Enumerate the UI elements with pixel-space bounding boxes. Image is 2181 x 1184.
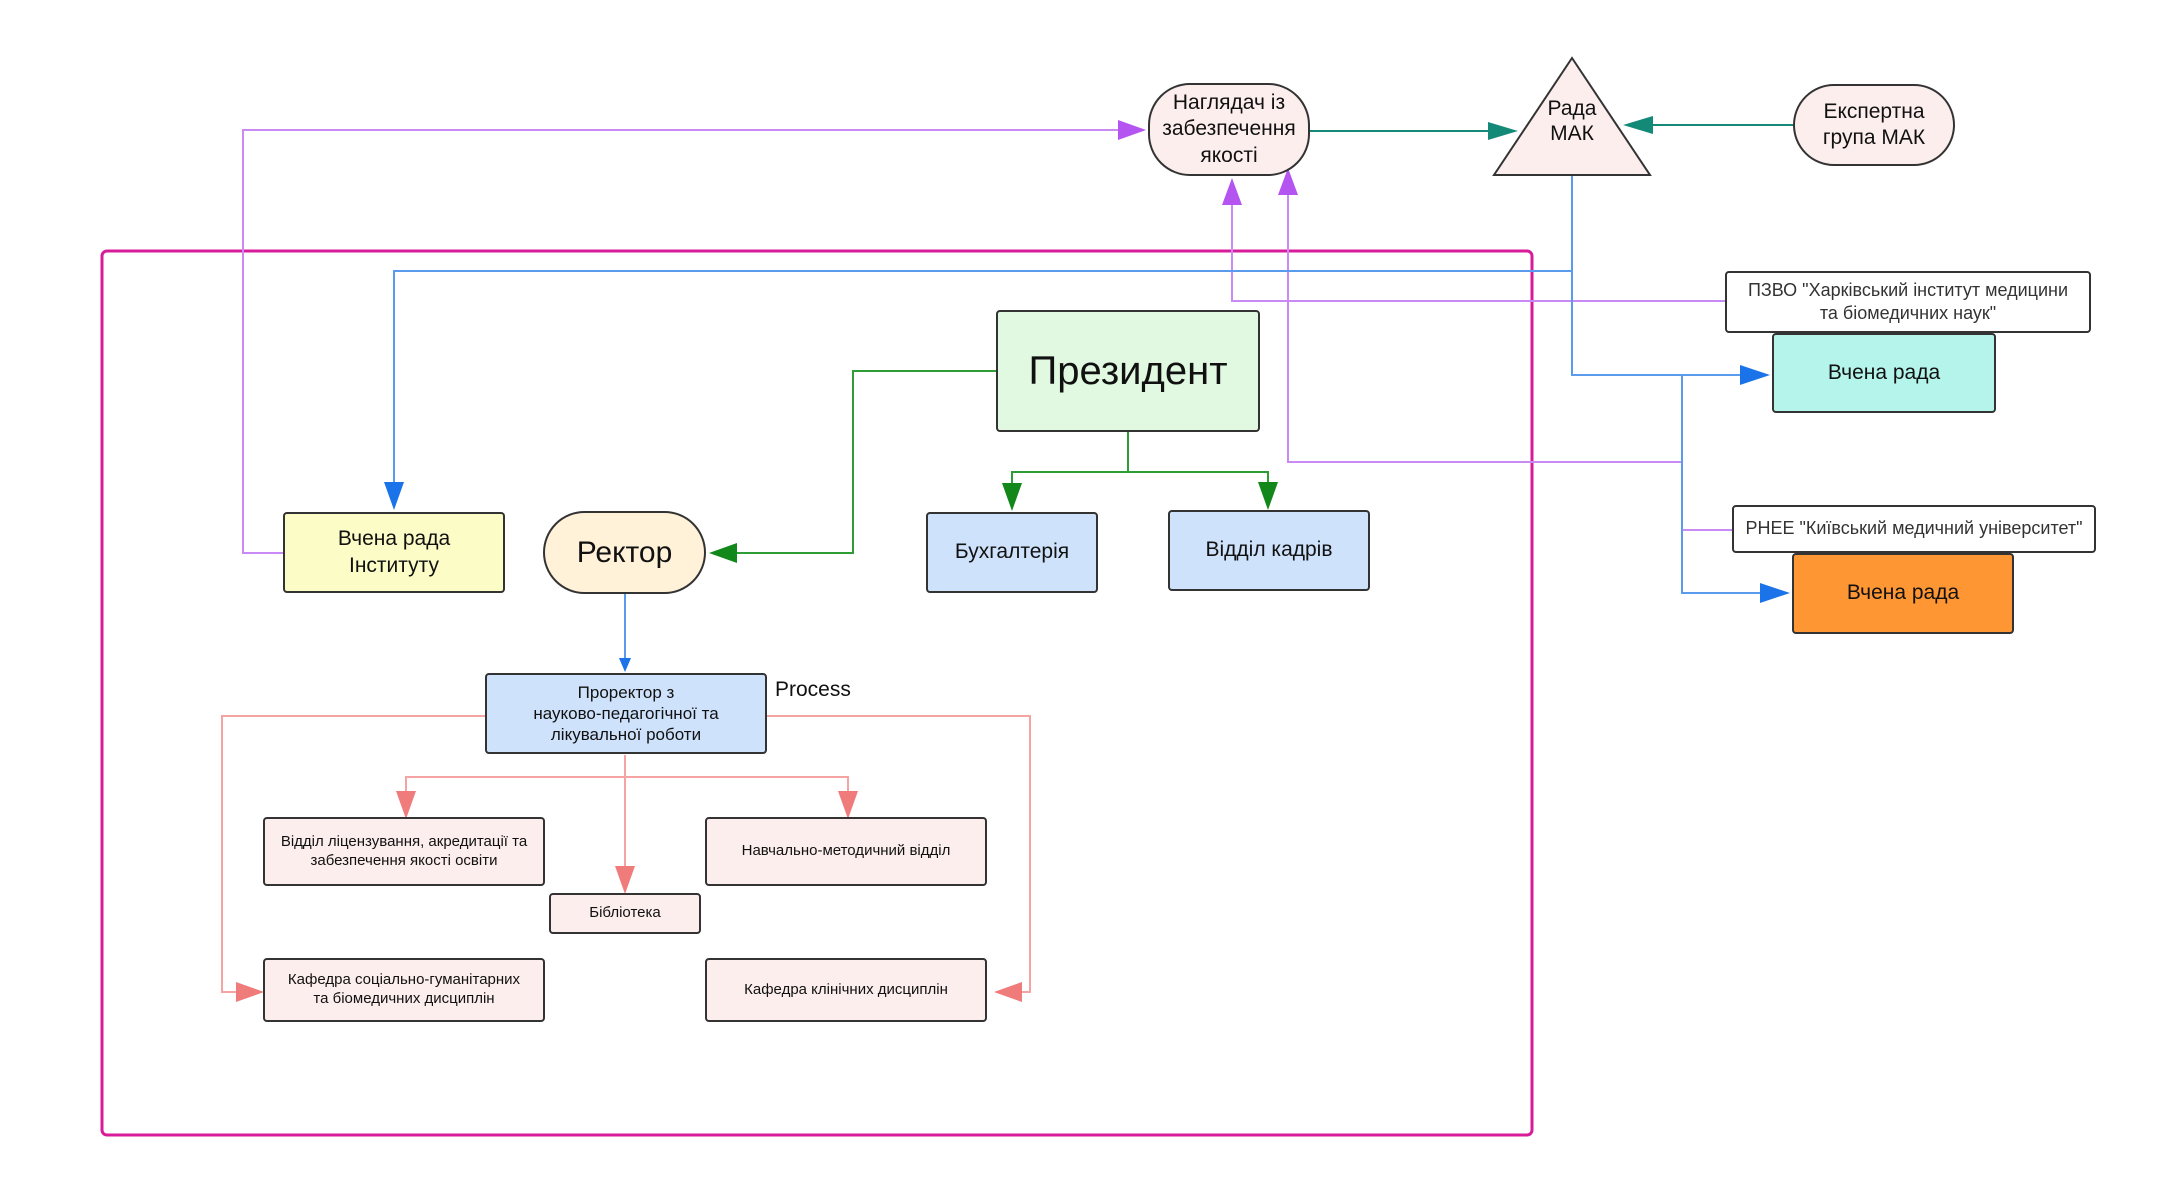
institute-council-node[interactable]: Вчена рада Інституту	[283, 512, 505, 593]
edge-vice-to-clinical	[767, 715, 1031, 993]
arrow-institute-council	[384, 482, 404, 510]
edge-president-to-hr	[1128, 471, 1269, 483]
pzvo-label: ПЗВО "Харківський інститут медицини та б…	[1725, 271, 2091, 333]
library-node[interactable]: Бібліотека	[549, 893, 701, 934]
blue-arrowheads	[384, 365, 1790, 672]
arrow-council-2	[1760, 583, 1790, 603]
social-dept-node[interactable]: Кафедра соціально-гуманітарних та біомед…	[263, 958, 545, 1022]
council-mak-label[interactable]: Рада МАК	[1547, 96, 1597, 145]
arrow-rector	[709, 543, 737, 563]
vice-rector-node[interactable]: Проректор з науково-педагогічної та ліку…	[485, 673, 767, 754]
institute-container	[100, 249, 1534, 1137]
edge-institute-council-to-watcher	[242, 129, 1130, 554]
edge-council-mak-to-institute	[393, 270, 1572, 482]
edge-rnee-to-watcher	[1287, 195, 1732, 531]
methodical-dept-node[interactable]: Навчально-методичний відділ	[705, 817, 987, 886]
rnee-label: РНЕЕ "Київський медичний університет"	[1732, 505, 2096, 553]
academic-council-1-node[interactable]: Вчена рада	[1772, 333, 1996, 413]
green-arrowheads	[709, 482, 1278, 563]
teal-connectors	[1310, 116, 1793, 140]
arrow-council-mak-right	[1623, 116, 1653, 134]
edge-vice-to-methodical	[625, 776, 849, 791]
arrow-clinical	[994, 982, 1022, 1002]
clinical-dept-node[interactable]: Кафедра клінічних дисциплін	[705, 958, 987, 1022]
arrow-vice-rector	[619, 658, 631, 672]
blue-connectors	[393, 175, 1760, 658]
salmon-connectors	[221, 715, 1031, 993]
accounting-node[interactable]: Бухгалтерія	[926, 512, 1098, 593]
purple-arrowheads	[1118, 120, 1298, 205]
purple-connectors	[242, 129, 1732, 554]
licensing-dept-node[interactable]: Відділ ліцензування, акредитації та забе…	[263, 817, 545, 886]
arrow-library	[615, 866, 635, 894]
president-node[interactable]: Президент	[996, 310, 1260, 432]
arrow-watcher-bottom-1	[1222, 178, 1242, 205]
edge-president-to-accounting	[1011, 432, 1129, 483]
arrow-methodical	[838, 791, 858, 819]
arrow-social	[236, 982, 264, 1002]
edge-council-mak-to-council-2	[1681, 375, 1760, 594]
edge-vice-to-social	[221, 715, 485, 993]
council-mak-shape	[1492, 56, 1652, 176]
edge-pzvo-to-watcher	[1231, 205, 1725, 302]
arrow-accounting	[1002, 483, 1022, 511]
arrow-hr	[1258, 482, 1278, 510]
rector-node[interactable]: Ректор	[543, 511, 706, 594]
hr-node[interactable]: Відділ кадрів	[1168, 510, 1370, 591]
arrow-watcher-left	[1118, 120, 1146, 140]
arrow-watcher-bottom-2	[1278, 168, 1298, 195]
expert-group-node[interactable]: Експертна група МАК	[1793, 84, 1955, 166]
academic-council-2-node[interactable]: Вчена рада	[1792, 553, 2014, 634]
arrow-licensing	[396, 791, 416, 819]
process-label: Process	[775, 677, 851, 701]
arrow-council-1	[1740, 365, 1770, 385]
watcher-node[interactable]: Наглядач із забезпечення якості	[1148, 83, 1310, 176]
edge-vice-to-licensing	[405, 776, 625, 791]
arrow-council-mak-left	[1488, 122, 1518, 140]
edge-president-to-rector	[737, 370, 996, 554]
salmon-arrowheads	[236, 791, 1022, 1002]
edge-council-mak-to-council-1	[1571, 175, 1740, 376]
green-connectors	[737, 370, 1269, 554]
